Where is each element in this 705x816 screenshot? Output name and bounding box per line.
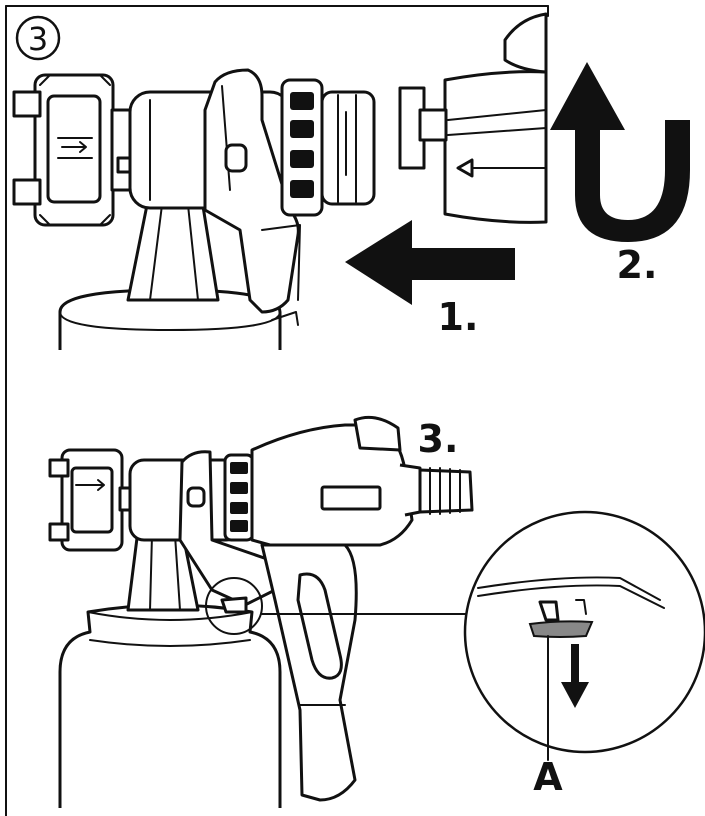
bottom-illustration: A 3. [48, 415, 705, 808]
air-hose [418, 467, 474, 515]
paint-container [58, 603, 282, 808]
step-3-label: 3. [418, 417, 459, 461]
container-clip-small [220, 596, 248, 614]
part-a-clip [528, 620, 594, 638]
part-a-label: A [533, 755, 563, 799]
detail-zoom-view [463, 510, 705, 761]
nozzle-cap [12, 73, 132, 227]
panel-frame [5, 5, 549, 816]
nozzle-cap-assembled [48, 448, 134, 552]
step-1-label: 1. [438, 295, 479, 339]
top-illustration: 1. 2. [12, 12, 690, 350]
step-2-label: 2. [617, 243, 658, 287]
detail-marker-circle [205, 577, 263, 635]
step-number-badge: 3 [15, 15, 61, 61]
down-arrow-icon [561, 644, 589, 708]
flow-regulator-ring [280, 78, 376, 217]
rotate-arrow-icon [550, 62, 690, 242]
gun-grip [260, 543, 358, 802]
flow-ring-assembled [223, 453, 255, 542]
step-number: 3 [28, 20, 48, 58]
gun-housing [250, 415, 422, 547]
motor-housing [398, 12, 548, 224]
push-arrow-icon [345, 220, 515, 305]
